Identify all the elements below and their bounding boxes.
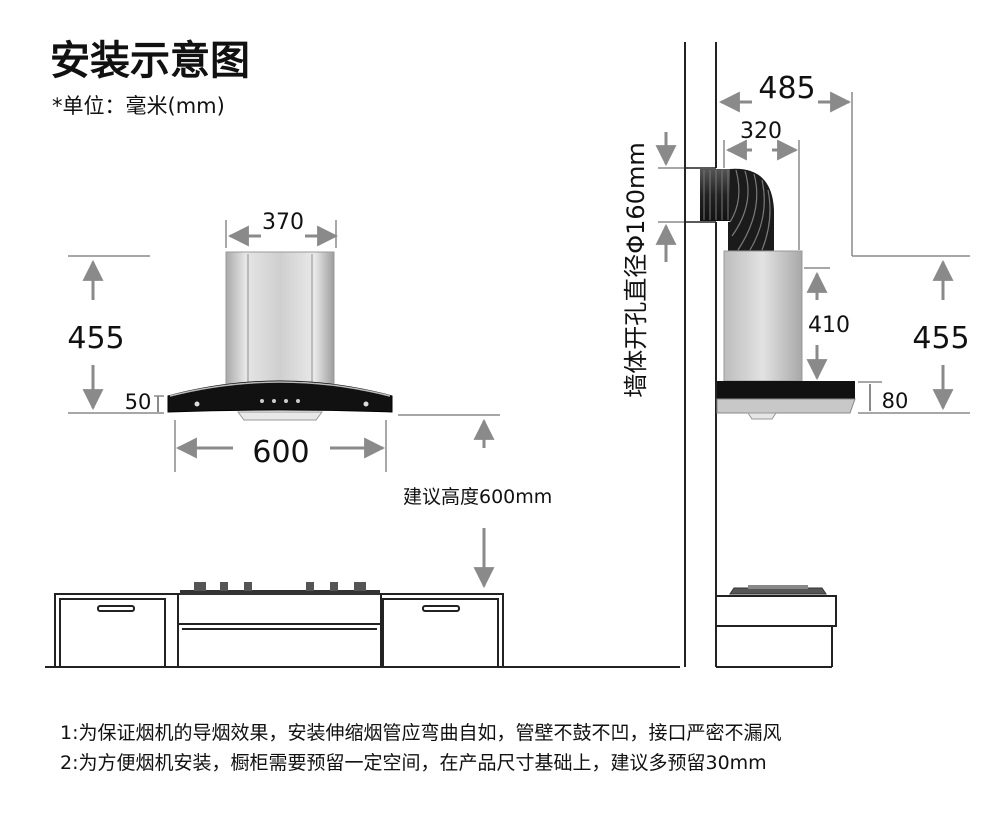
side-chimney-height-label: 410 <box>808 313 850 338</box>
side-depth-total-label: 485 <box>758 71 815 106</box>
front-oil-cup <box>237 411 323 421</box>
wall-hole-label: 墙体开孔直径Φ160mm <box>622 142 650 397</box>
install-height-label: 建议高度600mm <box>403 486 552 508</box>
page-title: 安装示意图 <box>50 38 250 84</box>
side-depth-chimney-label: 320 <box>740 119 782 144</box>
front-chimney-width-label: 370 <box>262 210 304 235</box>
side-cooktop <box>729 587 827 595</box>
front-chimney <box>225 251 335 389</box>
front-cabinet <box>45 593 680 668</box>
front-canopy-thickness-label: 50 <box>125 390 152 414</box>
front-total-width-label: 600 <box>252 435 309 470</box>
side-height-label: 455 <box>912 321 969 356</box>
side-canopy <box>717 381 855 399</box>
front-control-buttons <box>194 399 369 407</box>
side-chimney <box>723 250 803 382</box>
side-flex-pipe <box>728 168 774 252</box>
front-cooktop <box>180 582 380 595</box>
front-view: 370 455 50 600 建议高度600mm <box>67 210 552 589</box>
unit-label: *单位：毫米(mm) <box>52 94 225 118</box>
note-1: 1:为保证烟机的导烟效果，安装伸缩烟管应弯曲自如，管壁不鼓不凹，接口严密不漏风 <box>60 722 782 744</box>
note-2: 2:为方便烟机安装，橱柜需要预留一定空间，在产品尺寸基础上，建议多预留30mm <box>60 752 767 774</box>
side-cabinet <box>715 595 837 668</box>
side-view: 485 320 墙体开孔直径Φ160mm 410 80 455 <box>622 42 970 667</box>
front-height-label: 455 <box>67 321 124 356</box>
front-canopy-glass <box>167 380 393 413</box>
side-canopy-height-label: 80 <box>882 389 909 413</box>
